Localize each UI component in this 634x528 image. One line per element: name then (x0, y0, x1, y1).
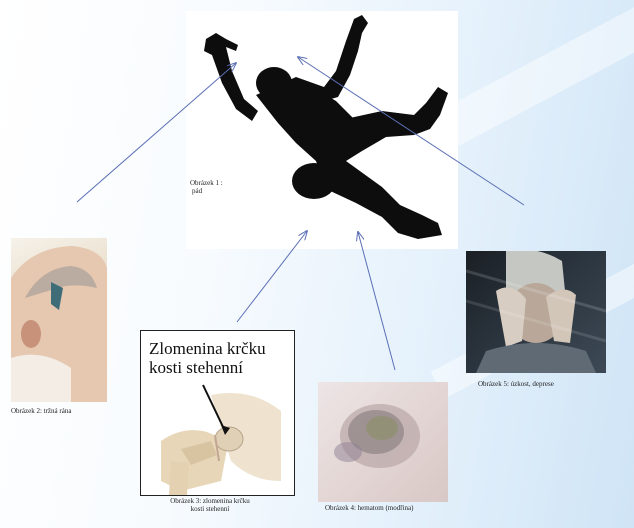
fall-caption-line1: Obrázek 1 : (190, 179, 223, 187)
falling-person-silhouette (186, 11, 458, 249)
hematoma-photo (318, 382, 448, 502)
arrow-hematoma-to-fall (358, 232, 395, 370)
fracture-caption: Obrázek 3: zlomenina krčku kosti stehenn… (150, 497, 270, 513)
bruise-illustration (318, 382, 448, 502)
anxiety-caption: Obrázek 5: úzkost, deprese (478, 380, 554, 388)
fracture-caption-line1: Obrázek 3: zlomenina krčku (150, 497, 270, 505)
hip-bone-illustration (141, 331, 294, 495)
fall-caption: Obrázek 1 : pád (190, 179, 223, 195)
distressed-person-illustration (466, 251, 606, 373)
wound-photo (11, 238, 107, 402)
fracture-caption-line2: kosti stehenní (150, 505, 270, 513)
wound-caption: Obrázek 2: tržná rána (11, 407, 71, 415)
fall-caption-line2: pád (190, 187, 223, 195)
fracture-panel: Zlomenina krčku kosti stehenní (140, 330, 295, 496)
hematoma-caption: Obrázek 4: hematom (modřina) (325, 504, 413, 512)
wound-illustration (11, 238, 107, 402)
fall-figure-panel: Obrázek 1 : pád (186, 11, 458, 249)
anxiety-photo (466, 251, 606, 373)
